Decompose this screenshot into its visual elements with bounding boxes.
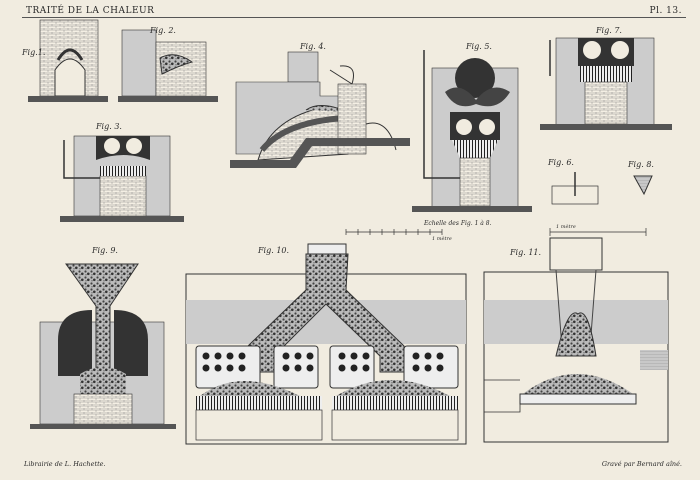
fig3-label: Fig. 3. (96, 122, 122, 131)
fig5-drawing (412, 50, 532, 212)
plate-number: Pl. 13. (649, 6, 682, 16)
fig10-label: Fig. 10. (258, 246, 290, 255)
fig11-drawing (483, 237, 669, 443)
scale-caption: Echelle des Fig. 1 à 8. (424, 220, 492, 227)
fig9-drawing (30, 263, 176, 429)
fig2-label: Fig. 2. (150, 26, 176, 35)
fig1-drawing (28, 19, 108, 102)
fig11-label: Fig. 11. (510, 248, 542, 257)
fig10-drawing (185, 243, 467, 445)
engraver-credit: Gravé par Bernard aîné. (601, 460, 682, 468)
plate-title: TRAITÉ DE LA CHALEUR (26, 6, 155, 16)
fig4-label: Fig. 4. (300, 42, 326, 51)
scale-right-unit: 1 mètre (556, 224, 576, 230)
fig1-label: Fig.1. (22, 48, 46, 57)
scale-bar (345, 228, 647, 236)
fig6-label: Fig. 6. (548, 158, 574, 167)
fig7-label: Fig. 7. (596, 26, 622, 35)
fig6-drawing (551, 172, 599, 205)
publisher-credit: Librairie de L. Hachette. (24, 460, 106, 468)
fig4-drawing (230, 51, 410, 168)
header-rule (22, 17, 686, 18)
scale-left-unit: 1 mètre (432, 236, 452, 242)
fig3-drawing (60, 135, 184, 222)
fig8-drawing (633, 175, 653, 196)
fig8-label: Fig. 8. (628, 160, 654, 169)
fig2-drawing (118, 29, 218, 102)
fig5-label: Fig. 5. (466, 42, 492, 51)
fig9-label: Fig. 9. (92, 246, 118, 255)
fig7-drawing (540, 37, 672, 130)
